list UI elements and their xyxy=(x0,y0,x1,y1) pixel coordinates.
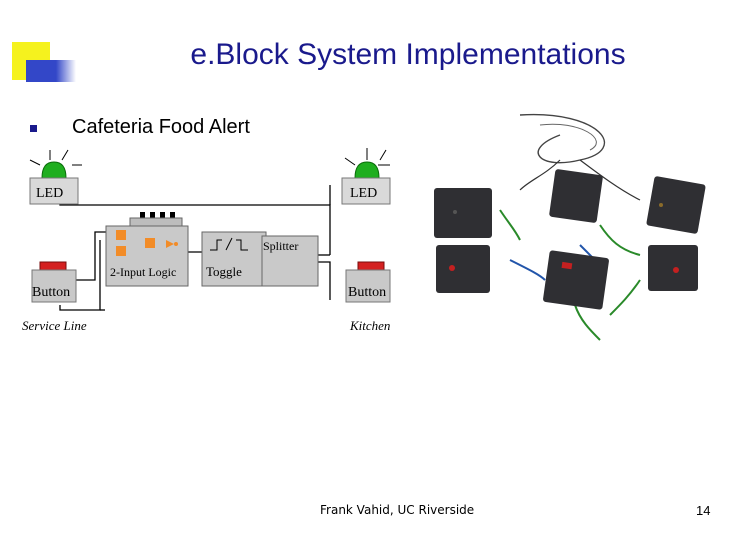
button-left-icon xyxy=(31,261,77,303)
logic-label: 2-Input Logic xyxy=(110,265,176,279)
caption-kitchen: Kitchen xyxy=(349,318,390,333)
button-right-icon xyxy=(345,261,391,303)
slide-title: e.Block System Implementations xyxy=(190,38,626,71)
splitter-label: Splitter xyxy=(263,239,298,253)
logic-block-icon xyxy=(105,212,189,287)
decor-blue-bar xyxy=(26,60,76,82)
button-left-label: Button xyxy=(32,285,70,300)
led-left-icon xyxy=(29,149,82,205)
button-right-label: Button xyxy=(348,285,386,300)
splitter-block-icon xyxy=(261,235,319,287)
bullet-text: Cafeteria Food Alert xyxy=(72,116,250,138)
bullet-icon xyxy=(30,125,37,132)
led-right-icon xyxy=(341,148,391,205)
caption-service-line: Service Line xyxy=(22,318,87,333)
led-right-label: LED xyxy=(350,186,377,201)
page-number: 14 xyxy=(696,503,711,518)
hardware-photo xyxy=(424,108,724,348)
footer-author: Frank Vahid, UC Riverside xyxy=(320,503,475,517)
led-left-label: LED xyxy=(36,186,63,201)
toggle-label: Toggle xyxy=(206,264,242,279)
